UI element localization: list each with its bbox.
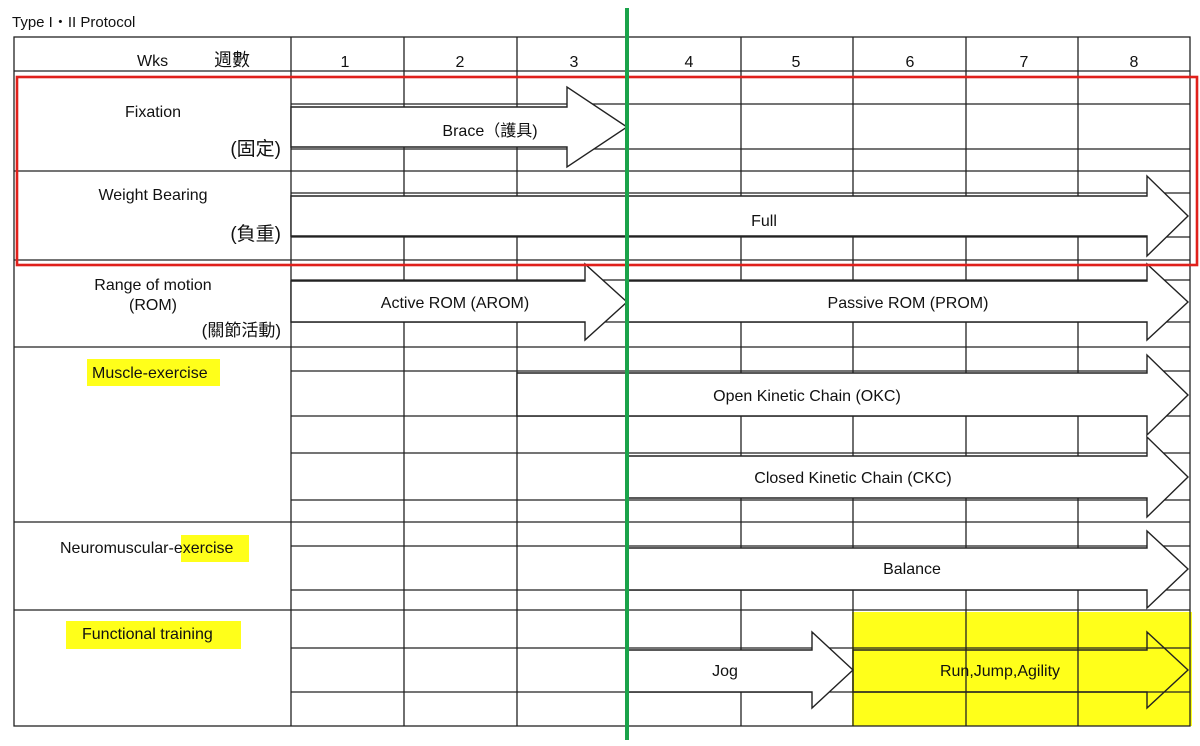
arrow-run: [852, 630, 1190, 710]
arrow-labels: Brace（護具) Full Active ROM (AROM) Passive…: [381, 122, 1060, 680]
highlight-run-block: [852, 612, 1192, 726]
label-weight-bearing: Weight Bearing: [98, 187, 207, 204]
arrow-jog: [627, 630, 855, 710]
arrow-label-arom: Active ROM (AROM): [381, 295, 529, 312]
label-functional-training: Functional training: [82, 626, 213, 643]
arrow-label-brace: Brace（護具): [442, 122, 537, 140]
week-3: 3: [570, 54, 579, 71]
week-1: 1: [341, 54, 350, 71]
label-rom: Range of motion: [94, 277, 211, 294]
arrows: [290, 85, 1190, 710]
header-wks: Wks: [137, 53, 168, 70]
header-wks-zh: 週數: [214, 50, 250, 70]
label-neuromuscular-main: Neuromuscular-: [60, 540, 174, 557]
week-8: 8: [1130, 54, 1139, 71]
week-4: 4: [685, 54, 694, 71]
arrow-full: [290, 174, 1190, 258]
arrow-label-jog: Jog: [712, 663, 738, 680]
week-7: 7: [1020, 54, 1029, 71]
arrow-prom: [627, 262, 1190, 342]
week-5: 5: [792, 54, 801, 71]
label-weight-bearing-zh: (負重): [230, 223, 281, 245]
emphasis-frame: [15, 75, 1199, 267]
arrow-label-full: Full: [751, 213, 777, 230]
arrow-brace: [290, 85, 629, 169]
highlight-muscle-exercise: [87, 359, 220, 386]
label-fixation: Fixation: [125, 104, 181, 121]
row-labels: Fixation (固定) Weight Bearing (負重) Range …: [60, 104, 281, 643]
document-title: Type I・II Protocol: [12, 14, 136, 31]
arrow-label-okc: Open Kinetic Chain (OKC): [713, 388, 901, 405]
label-rom-abbr: (ROM): [129, 297, 177, 314]
arrow-label-run: Run,Jump,Agility: [940, 663, 1060, 680]
week-6: 6: [906, 54, 915, 71]
label-fixation-zh: (固定): [230, 138, 281, 160]
highlight-neuromuscular: [181, 535, 249, 562]
label-rom-zh: (關節活動): [202, 321, 281, 340]
arrow-label-ckc: Closed Kinetic Chain (CKC): [754, 470, 951, 487]
arrow-arom: [290, 262, 629, 342]
arrow-label-balance: Balance: [883, 561, 941, 578]
label-neuromuscular-highlight: exercise: [174, 540, 234, 557]
header-row: Wks 週數 1 2 3 4 5 6 7 8: [137, 50, 1139, 71]
arrow-ckc: [627, 435, 1190, 519]
week-2: 2: [456, 54, 465, 71]
label-muscle-exercise: Muscle-exercise: [92, 365, 208, 382]
label-neuromuscular: Neuromuscular-exercise: [60, 540, 233, 557]
arrow-okc: [516, 353, 1190, 437]
arrow-balance: [627, 529, 1190, 610]
arrow-label-prom: Passive ROM (PROM): [828, 295, 989, 312]
highlight-functional-training: [66, 621, 241, 649]
